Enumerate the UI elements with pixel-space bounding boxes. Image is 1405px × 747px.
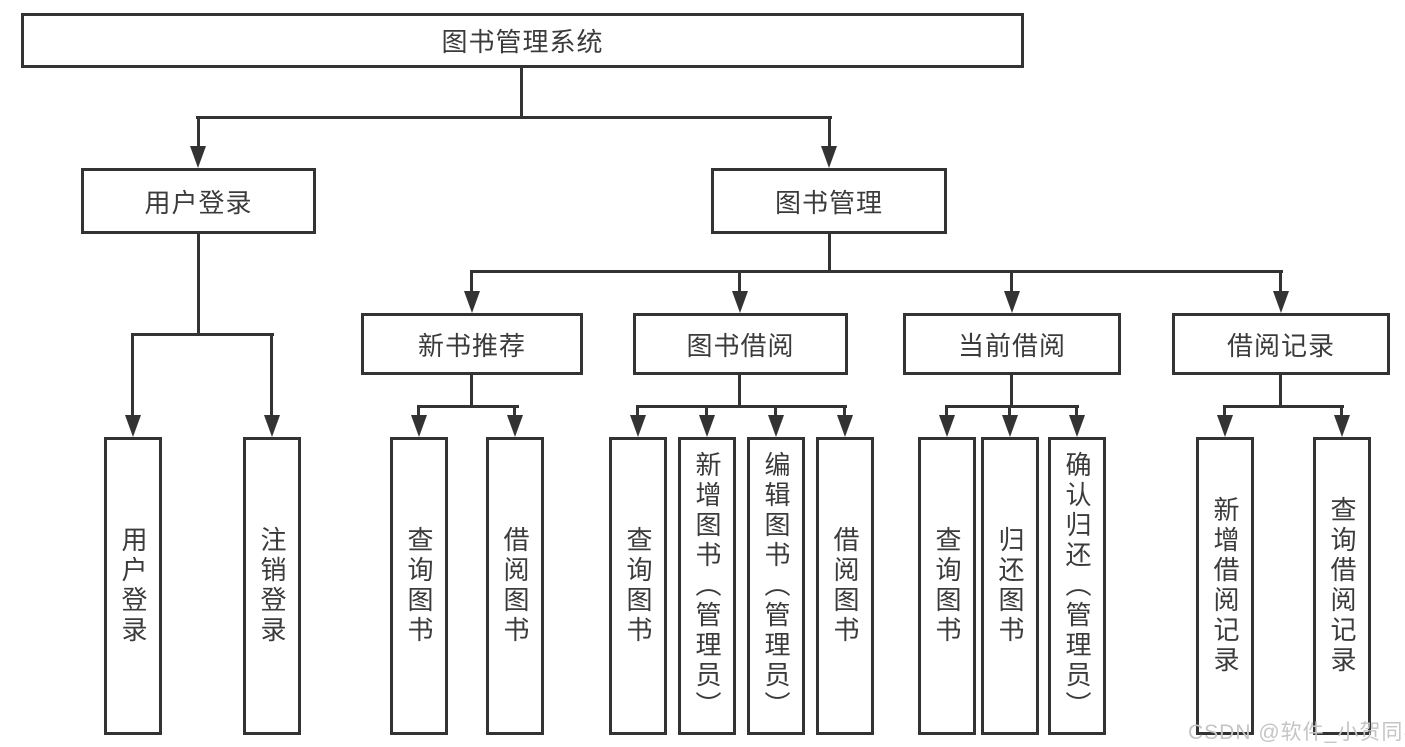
arrow-down-icon — [264, 415, 280, 437]
arrow-down-icon — [190, 146, 206, 168]
leaf-current-query-books: 查询图书 — [918, 437, 976, 735]
connector-line — [738, 273, 741, 293]
node-label: 查询借阅记录 — [1327, 496, 1357, 676]
connector-line — [470, 273, 473, 293]
connector-line — [1340, 408, 1343, 418]
node-label: 查询图书 — [404, 526, 434, 646]
arrow-down-icon — [1334, 415, 1350, 437]
node-label: 编辑图书（管理员） — [761, 451, 791, 721]
node-book-borrow: 图书借阅 — [633, 313, 848, 375]
node-user-login: 用户登录 — [81, 168, 316, 234]
node-new-book-recommend: 新书推荐 — [361, 313, 583, 375]
connector-line — [197, 119, 200, 148]
node-library-management-system: 图书管理系统 — [21, 13, 1024, 68]
node-label: 图书借阅 — [686, 330, 795, 361]
connector-line — [470, 375, 473, 407]
connector-line — [828, 234, 831, 272]
connector-line — [828, 119, 831, 148]
arrow-down-icon — [821, 146, 837, 168]
arrow-down-icon — [837, 415, 853, 437]
connector-line — [945, 408, 948, 418]
arrow-down-icon — [125, 415, 141, 437]
connector-line — [270, 336, 273, 418]
node-label: 借阅记录 — [1226, 330, 1335, 361]
node-borrow-records: 借阅记录 — [1172, 313, 1390, 375]
leaf-recommend-query-books: 查询图书 — [390, 437, 448, 735]
connector-line — [636, 408, 639, 418]
node-label: 新增图书（管理员） — [692, 451, 722, 721]
leaf-logout: 注销登录 — [243, 437, 301, 735]
connector-line — [1223, 405, 1344, 408]
leaf-records-query-record: 查询借阅记录 — [1313, 437, 1371, 735]
arrow-down-icon — [1273, 291, 1289, 313]
node-label: 借阅图书 — [500, 526, 530, 646]
leaf-current-confirm-return-admin: 确认归还（管理员） — [1048, 437, 1106, 735]
connector-line — [738, 375, 741, 407]
leaf-borrow-edit-books-admin: 编辑图书（管理员） — [747, 437, 805, 735]
connector-line — [1279, 375, 1282, 407]
node-label: 借阅图书 — [830, 526, 860, 646]
connector-line — [131, 336, 134, 418]
leaf-borrow-borrow-books: 借阅图书 — [816, 437, 874, 735]
arrow-down-icon — [411, 415, 427, 437]
connector-line — [470, 270, 1283, 273]
connector-line — [196, 116, 832, 119]
node-label: 查询图书 — [623, 526, 653, 646]
node-label: 确认归还（管理员） — [1062, 451, 1092, 721]
arrow-down-icon — [1217, 415, 1233, 437]
leaf-current-return-books: 归还图书 — [981, 437, 1039, 735]
connector-line — [1008, 408, 1011, 418]
arrow-down-icon — [1004, 291, 1020, 313]
connector-line — [945, 405, 1079, 408]
connector-line — [1279, 273, 1282, 293]
arrow-down-icon — [630, 415, 646, 437]
connector-line — [197, 234, 200, 336]
node-label: 注销登录 — [257, 526, 287, 646]
arrow-down-icon — [464, 291, 480, 313]
leaf-borrow-add-books-admin: 新增图书（管理员） — [678, 437, 736, 735]
arrow-down-icon — [768, 415, 784, 437]
node-current-borrow: 当前借阅 — [903, 313, 1121, 375]
connector-line — [1075, 408, 1078, 418]
arrow-down-icon — [507, 415, 523, 437]
connector-line — [774, 408, 777, 418]
node-label: 用户登录 — [118, 526, 148, 646]
arrow-down-icon — [1002, 415, 1018, 437]
node-book-management: 图书管理 — [711, 168, 947, 234]
connector-line — [636, 405, 847, 408]
connector-line — [520, 68, 523, 117]
connector-line — [131, 333, 274, 336]
leaf-recommend-borrow-books: 借阅图书 — [486, 437, 544, 735]
node-label: 查询图书 — [932, 526, 962, 646]
watermark: CSDN @软件_小贺同学 — [1188, 721, 1405, 744]
connector-line — [705, 408, 708, 418]
node-label: 当前借阅 — [957, 330, 1066, 361]
node-label: 新书推荐 — [417, 330, 526, 361]
node-label: 图书管理 — [774, 187, 883, 218]
leaf-user-login: 用户登录 — [104, 437, 162, 735]
connector-line — [417, 408, 420, 418]
connector-line — [1223, 408, 1226, 418]
leaf-borrow-query-books: 查询图书 — [609, 437, 667, 735]
node-label: 图书管理系统 — [441, 27, 604, 57]
connector-line — [417, 405, 519, 408]
connector-line — [843, 408, 846, 418]
node-label: 归还图书 — [995, 526, 1025, 646]
arrow-down-icon — [732, 291, 748, 313]
connector-line — [513, 408, 516, 418]
node-label: 用户登录 — [144, 187, 253, 218]
arrow-down-icon — [699, 415, 715, 437]
leaf-records-add-record: 新增借阅记录 — [1196, 437, 1254, 735]
connector-line — [1010, 375, 1013, 407]
arrow-down-icon — [1069, 415, 1085, 437]
arrow-down-icon — [939, 415, 955, 437]
connector-line — [1010, 273, 1013, 293]
node-label: 新增借阅记录 — [1210, 496, 1240, 676]
